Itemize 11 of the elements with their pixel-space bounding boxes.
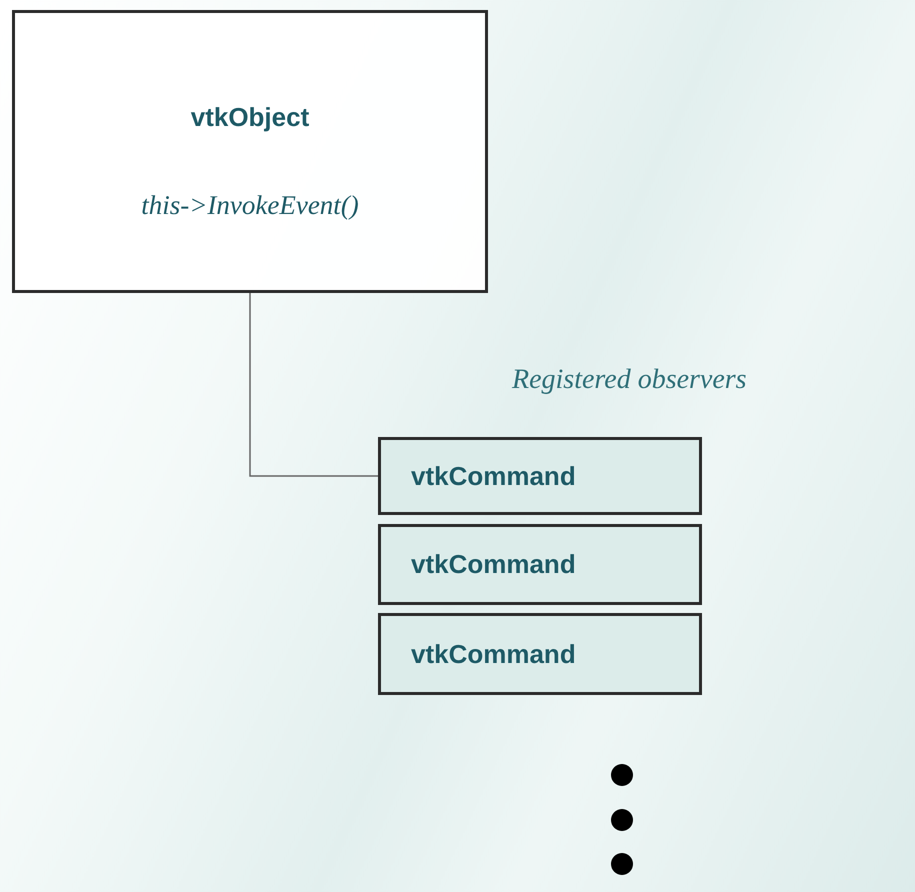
- class-name: vtkCommand: [411, 638, 576, 670]
- observer-box: [378, 613, 702, 695]
- observer-box: [378, 524, 702, 605]
- note-text: Registered observers: [512, 364, 747, 396]
- observer-box: [378, 437, 702, 515]
- class-name: vtkObject: [190, 102, 310, 133]
- class-box: [12, 10, 488, 293]
- method-call: this->InvokeEvent(): [141, 190, 359, 222]
- class-name: vtkCommand: [411, 549, 576, 580]
- class-name: vtkCommand: [411, 460, 576, 492]
- connector-line: [249, 293, 378, 477]
